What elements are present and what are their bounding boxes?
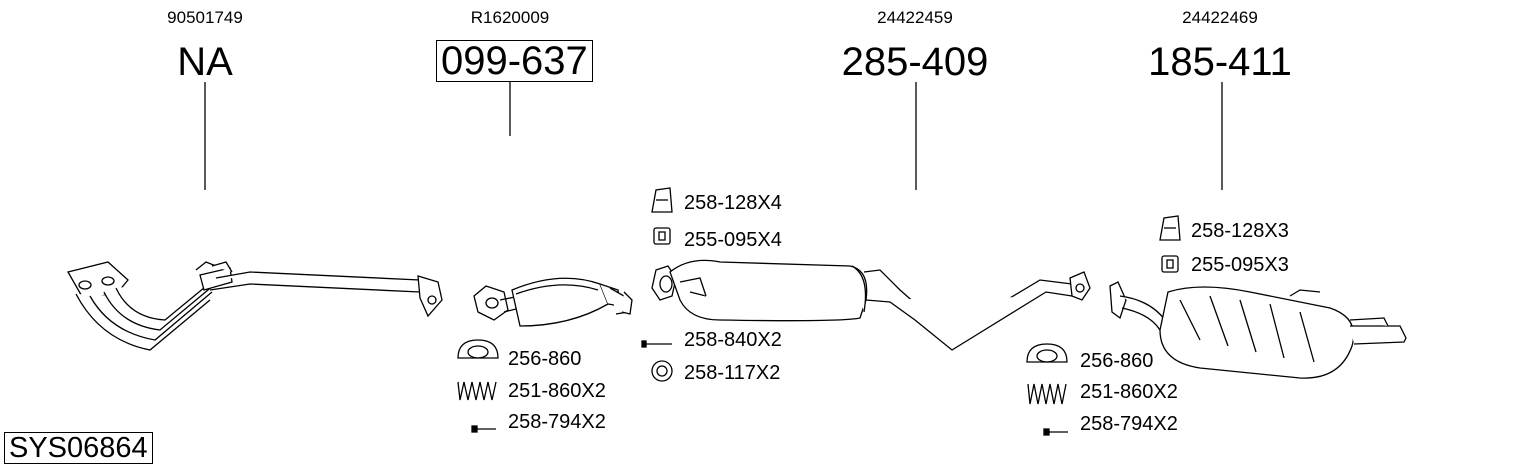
- bolt-icon: [471, 425, 496, 433]
- accessory-label: 258-794X2: [1080, 413, 1178, 435]
- accessory-label: 255-095X3: [1191, 254, 1289, 276]
- part-number-1: NA: [177, 40, 233, 84]
- system-code: SYS06864: [4, 432, 153, 465]
- mounting-rubber-icon: [1159, 215, 1181, 241]
- part-number-2: 099-637: [436, 40, 593, 82]
- accessory-label: 258-128X3: [1191, 220, 1289, 242]
- accessory-label: 258-128X4: [684, 192, 782, 214]
- oem-number-3: 24422459: [877, 8, 953, 27]
- bolt-icon: [641, 340, 672, 348]
- flange-gasket-icon: [457, 339, 499, 359]
- oem-number-2: R1620009: [470, 8, 550, 27]
- spring-icon: [1027, 383, 1067, 405]
- ring-gasket-icon: [651, 360, 673, 382]
- accessory-label: 258-794X2: [508, 411, 606, 433]
- flange-gasket-icon: [1026, 343, 1068, 363]
- accessory-label: 251-860X2: [1080, 381, 1178, 403]
- rear-silencer-drawing: [1109, 281, 1407, 379]
- mounting-rubber-icon: [651, 187, 673, 213]
- front-pipe-drawing: [67, 261, 443, 351]
- oem-number-4: 24422469: [1182, 8, 1258, 27]
- part-number-3: 285-409: [841, 40, 989, 84]
- rubber-block-icon: [653, 227, 671, 245]
- centre-silencer-drawing: [651, 259, 1091, 351]
- accessory-label: 258-117X2: [684, 362, 781, 384]
- bolt-icon: [1043, 428, 1068, 436]
- accessory-label: 256-860: [1080, 350, 1154, 372]
- catalytic-converter-drawing: [473, 277, 633, 327]
- accessory-label: 258-840X2: [684, 329, 782, 351]
- part-number-4: 185-411: [1148, 40, 1292, 84]
- rubber-block-icon: [1161, 255, 1179, 273]
- spring-icon: [457, 381, 497, 401]
- accessory-label: 255-095X4: [684, 229, 782, 251]
- accessory-label: 251-860X2: [508, 380, 606, 402]
- accessory-label: 256-860: [508, 348, 582, 370]
- oem-number-1: 90501749: [167, 8, 243, 27]
